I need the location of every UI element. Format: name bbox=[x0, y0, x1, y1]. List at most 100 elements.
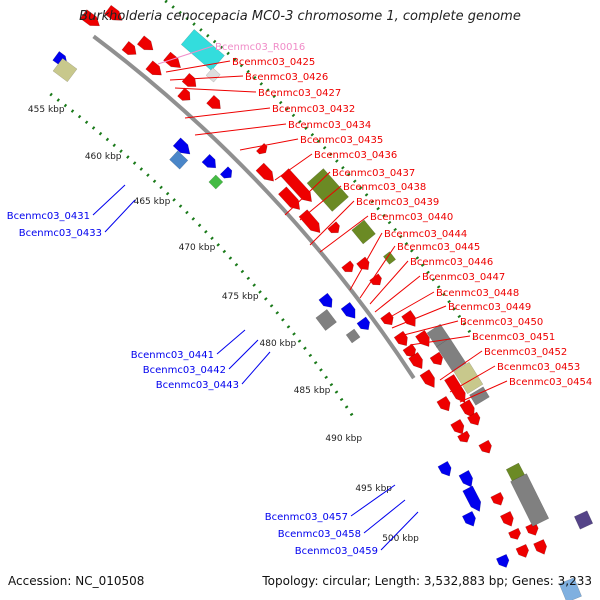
cds-reverse bbox=[408, 351, 423, 370]
gene-label-bcenmc03-0448: Bcenmc03_0448 bbox=[436, 288, 519, 299]
gene-label-bcenmc03-0434: Bcenmc03_0434 bbox=[288, 120, 371, 131]
cds-forward bbox=[318, 292, 333, 308]
cog-block bbox=[573, 510, 594, 530]
leader-line bbox=[104, 199, 136, 233]
cds-reverse bbox=[136, 35, 154, 51]
gene-label-bcenmc03-0459: Bcenmc03_0459 bbox=[295, 546, 378, 557]
cds-reverse bbox=[429, 351, 444, 366]
cds-reverse bbox=[206, 94, 221, 109]
cds-forward bbox=[461, 510, 476, 527]
leader-line bbox=[239, 138, 299, 151]
gene-label-bcenmc03-0454: Bcenmc03_0454 bbox=[509, 377, 592, 388]
leader-line bbox=[216, 329, 246, 355]
cog-block bbox=[52, 57, 78, 83]
gene-label-bcenmc03-0438: Bcenmc03_0438 bbox=[343, 182, 426, 193]
cds-reverse bbox=[255, 162, 275, 182]
leader-line bbox=[359, 245, 396, 299]
cog-block bbox=[180, 29, 225, 71]
gene-label-bcenmc03-0453: Bcenmc03_0453 bbox=[497, 362, 580, 373]
cog-block bbox=[382, 251, 397, 265]
gene-label-bcenmc03-0440: Bcenmc03_0440 bbox=[370, 212, 453, 223]
leader-line bbox=[384, 291, 435, 321]
cds-forward bbox=[458, 469, 473, 488]
gene-label-bcenmc03-0425: Bcenmc03_0425 bbox=[232, 57, 315, 68]
cds-forward bbox=[356, 316, 370, 331]
leader-line bbox=[399, 320, 459, 337]
genome-backbone bbox=[92, 34, 416, 380]
leader-line bbox=[241, 351, 271, 385]
cog-block bbox=[453, 361, 484, 395]
leader-line bbox=[274, 153, 313, 181]
cds-reverse bbox=[327, 221, 340, 234]
leader-line bbox=[369, 260, 409, 305]
leader-line bbox=[391, 305, 447, 329]
cog-block bbox=[351, 219, 376, 245]
cog-block bbox=[315, 309, 337, 331]
cog-block bbox=[436, 337, 467, 373]
gene-label-bcenmc03-0431: Bcenmc03_0431 bbox=[7, 211, 90, 222]
cds-reverse bbox=[181, 72, 197, 87]
leader-line bbox=[299, 185, 342, 221]
gene-label-bcenmc03-0439: Bcenmc03_0439 bbox=[356, 197, 439, 208]
leader-line bbox=[409, 335, 471, 346]
cds-reverse bbox=[104, 4, 123, 21]
cds-reverse bbox=[515, 543, 529, 558]
cds-reverse bbox=[369, 273, 382, 286]
leader-line bbox=[374, 275, 421, 313]
cds-reverse bbox=[277, 186, 301, 210]
cds-reverse bbox=[356, 256, 370, 270]
cds-reverse bbox=[401, 309, 416, 327]
gene-label-bcenmc03-0458: Bcenmc03_0458 bbox=[278, 529, 361, 540]
cds-reverse bbox=[419, 369, 435, 388]
leader-line bbox=[228, 339, 259, 370]
gene-label-bcenmc03-0447: Bcenmc03_0447 bbox=[422, 272, 505, 283]
gene-label-bcenmc03-0435: Bcenmc03_0435 bbox=[300, 135, 383, 146]
outer-tick-ring bbox=[161, 0, 476, 340]
kbp-tick-label: 480 kbp bbox=[260, 339, 297, 349]
kbp-tick-label: 475 kbp bbox=[222, 292, 259, 302]
cds-reverse bbox=[444, 374, 466, 404]
leader-line bbox=[184, 107, 271, 119]
cds-reverse bbox=[436, 395, 451, 412]
cog-block bbox=[345, 328, 361, 344]
map-title: Burkholderia cenocepacia MC0-3 chromosom… bbox=[79, 9, 521, 24]
cds-forward bbox=[172, 137, 191, 155]
kbp-tick-label: 465 kbp bbox=[134, 197, 171, 207]
leader-line bbox=[363, 499, 406, 534]
gene-label-bcenmc03-0449: Bcenmc03_0449 bbox=[448, 302, 531, 313]
gene-label-bcenmc03-0426: Bcenmc03_0426 bbox=[245, 72, 328, 83]
kbp-tick-label: 490 kbp bbox=[325, 434, 362, 444]
cds-reverse bbox=[298, 209, 321, 234]
leader-line bbox=[380, 511, 419, 551]
cds-reverse bbox=[457, 430, 470, 443]
cds-reverse bbox=[79, 9, 100, 27]
leader-line bbox=[349, 232, 383, 291]
cds-forward bbox=[437, 460, 452, 477]
cog-block bbox=[306, 168, 349, 212]
gene-label-bcenmc03-0437: Bcenmc03_0437 bbox=[332, 168, 415, 179]
cds-reverse bbox=[393, 330, 408, 347]
gene-label-bcenmc03-r0016: Bcenmc03_R0016 bbox=[215, 42, 305, 53]
gene-label-bcenmc03-0446: Bcenmc03_0446 bbox=[410, 257, 493, 268]
leader-line bbox=[449, 365, 496, 393]
topology-text: Topology: circular; Length: 3,532,883 bp… bbox=[262, 574, 592, 588]
cds-reverse bbox=[177, 87, 191, 101]
gene-label-bcenmc03-0427: Bcenmc03_0427 bbox=[258, 88, 341, 99]
leader-line bbox=[284, 171, 331, 216]
cds-reverse bbox=[490, 491, 504, 506]
kbp-tick-label: 460 kbp bbox=[85, 152, 122, 162]
kbp-tick-label: 470 kbp bbox=[179, 243, 216, 253]
gene-label-bcenmc03-0457: Bcenmc03_0457 bbox=[265, 512, 348, 523]
kbp-tick-label: 495 kbp bbox=[355, 484, 392, 494]
leader-line bbox=[319, 215, 369, 253]
cog-block bbox=[205, 67, 221, 83]
cog-block bbox=[169, 150, 189, 170]
cds-reverse bbox=[145, 60, 162, 76]
leader-line bbox=[174, 87, 257, 93]
leader-line bbox=[194, 123, 287, 136]
leader-line bbox=[459, 380, 508, 403]
cog-block bbox=[558, 577, 582, 600]
cds-reverse bbox=[255, 142, 268, 155]
gene-label-bcenmc03-0441: Bcenmc03_0441 bbox=[131, 350, 214, 361]
